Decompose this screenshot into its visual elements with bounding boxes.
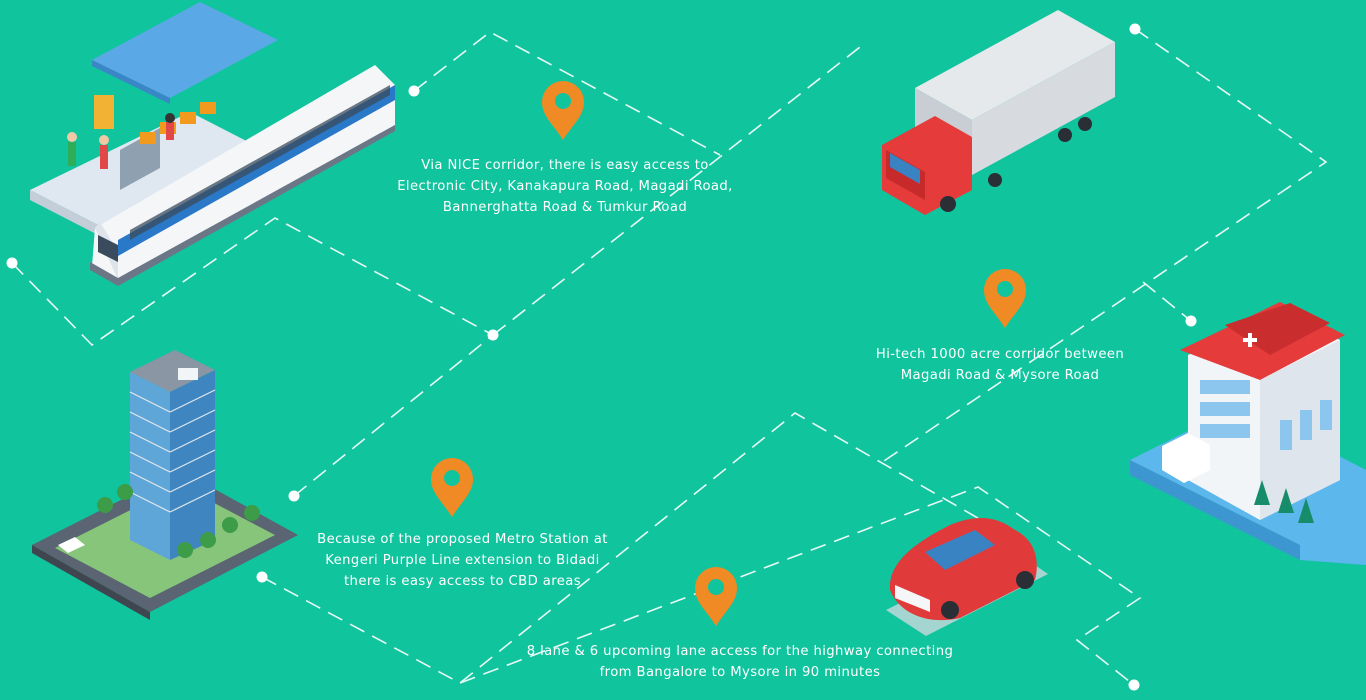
hitech-corridor-caption: Hi-tech 1000 acre corridor between Magad… [845,344,1155,386]
caption-line: Because of the proposed Metro Station at [317,532,608,547]
connector-dots [6,23,1197,691]
caption-line: from Bangalore to Mysore in 90 minutes [599,665,881,680]
caption-line: Bannerghatta Road & Tumkur Road [442,200,688,215]
caption-line: Via NICE corridor, there is easy access … [421,158,709,173]
caption-line: Magadi Road & Mysore Road [900,368,1100,383]
red-car-illustration [886,518,1048,636]
metro-station-caption: Because of the proposed Metro Station at… [290,529,635,592]
dashed-connector-lines [11,28,1328,686]
nice-corridor-caption: Via NICE corridor, there is easy access … [360,155,770,218]
location-pin-icon [431,458,473,517]
office-tower-illustration [32,350,298,620]
caption-line: Hi-tech 1000 acre corridor between [875,347,1125,362]
location-pin-icon [695,567,737,626]
caption-line: 8 lane & 6 upcoming lane access for the … [526,644,954,659]
caption-line: there is easy access to CBD areas [343,574,581,589]
metro-train-station-illustration [30,2,395,286]
container-truck-illustration [882,10,1115,215]
location-pin-icon [542,81,584,140]
location-pin-icon [984,269,1026,328]
highway-caption: 8 lane & 6 upcoming lane access for the … [490,641,990,683]
caption-line: Electronic City, Kanakapura Road, Magadi… [397,179,733,194]
caption-line: Kengeri Purple Line extension to Bidadi [325,553,600,568]
hospital-illustration [1130,302,1366,565]
